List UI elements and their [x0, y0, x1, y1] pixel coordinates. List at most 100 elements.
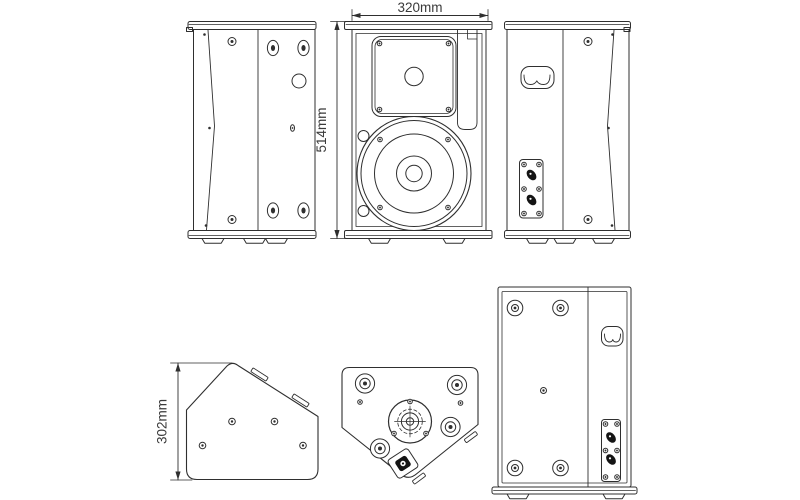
- connector-plate: [519, 159, 544, 219]
- cabinet-outline: [193, 29, 316, 231]
- foot-icon: [506, 299, 524, 317]
- bottom-lip: [504, 230, 631, 239]
- rubber-foot: [553, 238, 577, 244]
- mounting-lug: [357, 205, 370, 217]
- crosshair-line: [394, 405, 426, 438]
- screw-icon: [445, 204, 451, 211]
- handle-grip-line: [523, 74, 551, 85]
- front-view: [344, 21, 493, 244]
- rubber-foot: [506, 493, 530, 500]
- front-lip-step: [186, 27, 193, 32]
- screw-icon: [299, 441, 307, 450]
- panel-inset-line: [501, 291, 628, 484]
- screw-icon: [377, 136, 383, 143]
- arrowhead-icon: [334, 21, 340, 30]
- arrowhead-icon: [175, 363, 181, 372]
- screw-icon: [536, 186, 542, 192]
- screw-icon: [357, 399, 363, 405]
- screw-icon: [583, 215, 593, 224]
- mount-hole: [291, 73, 307, 89]
- woofer: [356, 115, 472, 232]
- top-lip: [504, 21, 631, 30]
- screw-icon: [457, 400, 464, 406]
- pin-dot: [208, 126, 211, 130]
- corner-bracket-line: [467, 29, 478, 40]
- pin-dot: [203, 33, 206, 36]
- foot-icon: [552, 299, 569, 317]
- bottom-lip: [344, 230, 493, 239]
- bottom-lip: [187, 230, 317, 239]
- dimension-height-label: 514mm: [314, 107, 329, 152]
- screw-icon: [602, 421, 609, 427]
- handle-cutout: [601, 326, 624, 347]
- rubber-foot: [602, 493, 626, 500]
- dimension-width: 320mm: [351, 0, 489, 21]
- rubber-foot: [592, 238, 615, 244]
- dimension-depth-label: 302mm: [155, 399, 170, 444]
- screw-icon: [391, 430, 397, 437]
- dimension-depth: 302mm: [155, 362, 233, 481]
- connector-pin-dot: [401, 462, 405, 465]
- screw-icon: [227, 215, 237, 224]
- rear-view: [491, 286, 638, 500]
- rigging-point-icon: [297, 202, 310, 219]
- handle-grip-line: [604, 333, 621, 343]
- rigging-point-icon: [297, 39, 310, 57]
- side-view-right: [504, 21, 631, 244]
- screw-icon: [521, 210, 527, 217]
- dimension-width-label: 320mm: [397, 0, 442, 15]
- top-lip: [187, 21, 317, 30]
- woofer-dust-cap: [396, 155, 432, 192]
- screw-icon: [376, 40, 383, 47]
- handle-cutout: [520, 66, 555, 89]
- pole-mount-cup: [387, 398, 433, 444]
- foot-icon: [369, 438, 391, 459]
- horn-tweeter: [371, 36, 457, 117]
- rubber-foot: [265, 238, 288, 244]
- rigging-point-icon: [266, 202, 280, 219]
- foot-icon: [354, 373, 376, 394]
- pin-dot: [611, 33, 614, 36]
- handle-outline: [601, 326, 624, 347]
- cabinet-outline: [185, 362, 319, 481]
- top-view: [185, 362, 319, 481]
- screw-icon: [521, 186, 527, 192]
- screw-icon: [614, 474, 620, 480]
- handle-outline: [520, 66, 555, 89]
- foot-icon: [440, 416, 461, 438]
- dimension-height: 514mm: [314, 21, 347, 239]
- screw-icon: [445, 106, 452, 113]
- arrowhead-icon: [175, 471, 181, 480]
- horn-outline: [371, 36, 457, 117]
- screw-icon: [228, 417, 236, 426]
- woofer-rim: [360, 120, 468, 227]
- pin-dot: [204, 224, 208, 227]
- front-baffle-edge-line: [206, 29, 215, 231]
- screw-icon: [377, 204, 383, 211]
- bottom-speakon-connector: [387, 448, 419, 479]
- bottom-view: [341, 366, 479, 485]
- rigging-points: [266, 39, 310, 219]
- rail-tab: [412, 472, 426, 485]
- screw-icon: [536, 161, 542, 168]
- horn-throat: [404, 66, 424, 87]
- screw-icon: [270, 417, 279, 426]
- screw-icon: [540, 387, 547, 394]
- rubber-foot: [368, 238, 391, 244]
- foot-icon: [552, 459, 569, 477]
- screw-icon: [227, 37, 237, 46]
- arrowhead-icon: [334, 230, 340, 239]
- screw-icon: [602, 447, 609, 454]
- rubber-foot: [442, 238, 466, 244]
- screw-icon: [445, 136, 451, 143]
- screw-icon: [602, 474, 609, 480]
- center-screw: [540, 387, 547, 394]
- rail-tab: [250, 367, 269, 382]
- screw-icon: [423, 430, 429, 437]
- rubber-foot: [243, 238, 266, 244]
- screw-icon: [376, 106, 383, 113]
- rail-tab: [464, 431, 478, 443]
- screw-icon: [614, 421, 620, 427]
- rubber-foot: [201, 238, 225, 244]
